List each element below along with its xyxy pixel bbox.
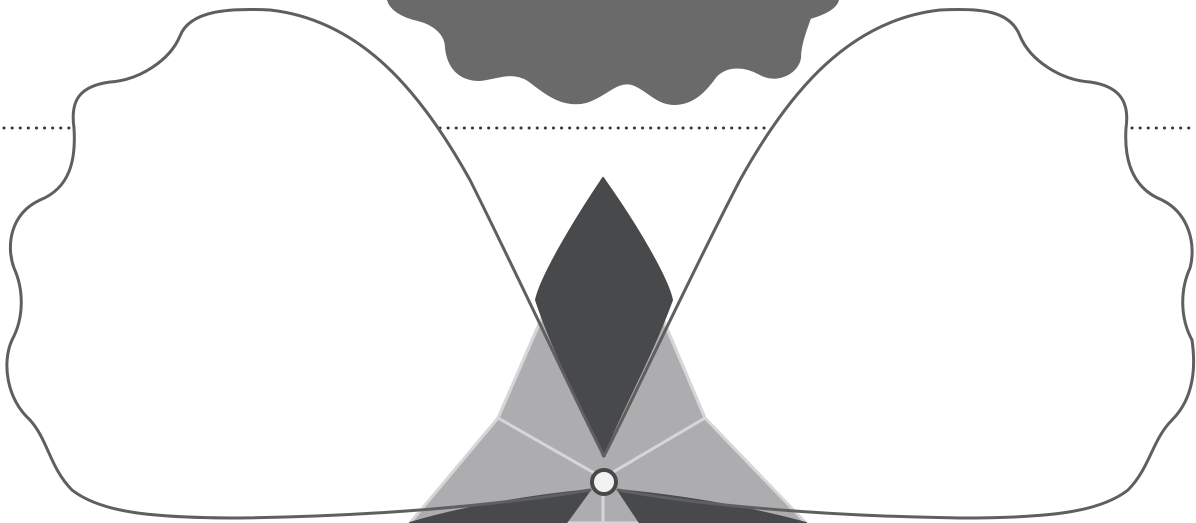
dark-cloud [388,0,838,104]
star-crystal [410,178,806,523]
star-center-node [592,470,616,494]
